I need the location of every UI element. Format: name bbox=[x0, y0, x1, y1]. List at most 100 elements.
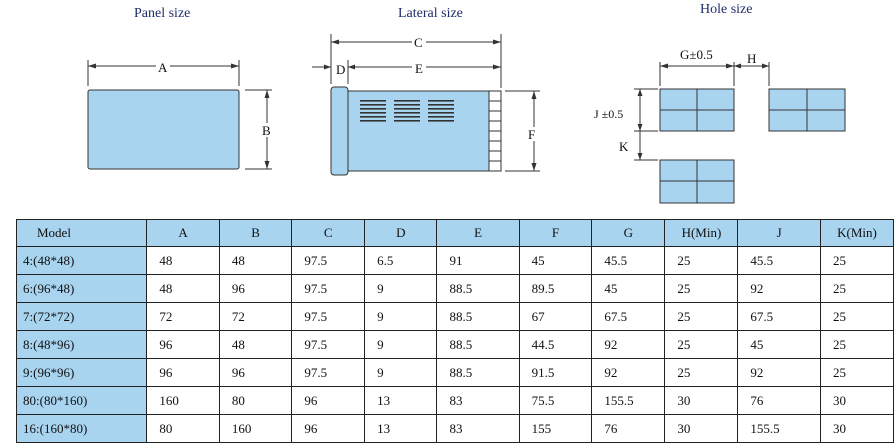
table-cell: 155.5 bbox=[591, 386, 666, 415]
dimension-drawings: A B bbox=[87, 34, 846, 204]
column-header: J bbox=[737, 219, 821, 247]
dim-g-label: G±0.5 bbox=[680, 47, 713, 62]
dim-c-label: C bbox=[414, 35, 423, 50]
table-cell: 91.5 bbox=[518, 358, 593, 387]
panel-cutout-view: G±0.5 H J ±0.5 K bbox=[594, 47, 846, 204]
table-cell: 48 bbox=[146, 246, 220, 275]
dim-k-label: K bbox=[619, 139, 629, 154]
table-cell: 92 bbox=[737, 358, 821, 387]
column-header: D bbox=[364, 219, 438, 247]
table-cell: 97.5 bbox=[291, 358, 366, 387]
model-cell: 4:(48*48) bbox=[15, 246, 148, 275]
table-cell: 72 bbox=[218, 302, 293, 331]
lateral-side-view: C D E F bbox=[312, 34, 540, 176]
column-header: K(Min) bbox=[819, 219, 894, 247]
dim-e-label: E bbox=[415, 61, 423, 76]
table-cell: 45 bbox=[518, 246, 593, 275]
table-cell: 25 bbox=[664, 302, 739, 331]
column-header: E bbox=[436, 219, 520, 247]
table-cell: 45.5 bbox=[591, 246, 666, 275]
table-cell: 96 bbox=[146, 330, 220, 359]
table-cell: 25 bbox=[664, 358, 739, 387]
table-cell: 89.5 bbox=[518, 274, 593, 303]
table-cell: 13 bbox=[364, 386, 438, 415]
table-cell: 80 bbox=[218, 386, 293, 415]
lateral-size-title: Lateral size bbox=[398, 6, 463, 21]
table-cell: 30 bbox=[819, 386, 894, 415]
dim-a-label: A bbox=[158, 60, 168, 75]
table-cell: 6.5 bbox=[364, 246, 438, 275]
table-cell: 48 bbox=[146, 274, 220, 303]
table-cell: 67.5 bbox=[737, 302, 821, 331]
table-cell: 88.5 bbox=[436, 358, 520, 387]
table-cell: 92 bbox=[591, 330, 666, 359]
column-header: B bbox=[218, 219, 293, 247]
table-cell: 96 bbox=[291, 414, 366, 443]
table-cell: 25 bbox=[664, 246, 739, 275]
table-cell: 88.5 bbox=[436, 274, 520, 303]
table-cell: 45.5 bbox=[737, 246, 821, 275]
table-cell: 30 bbox=[664, 386, 739, 415]
table-cell: 96 bbox=[218, 274, 293, 303]
hole-size-title: Hole size bbox=[700, 2, 753, 17]
dim-d-label: D bbox=[336, 62, 345, 77]
table-cell: 67 bbox=[518, 302, 593, 331]
table-cell: 92 bbox=[737, 274, 821, 303]
model-cell: 80:(80*160) bbox=[15, 386, 148, 415]
table-cell: 88.5 bbox=[436, 302, 520, 331]
table-cell: 25 bbox=[819, 330, 894, 359]
table-cell: 88.5 bbox=[436, 330, 520, 359]
table-cell: 76 bbox=[591, 414, 666, 443]
model-cell: 7:(72*72) bbox=[15, 302, 148, 331]
table-cell: 155 bbox=[518, 414, 593, 443]
table-cell: 9 bbox=[364, 274, 438, 303]
table-cell: 48 bbox=[218, 246, 293, 275]
table-cell: 30 bbox=[819, 414, 894, 443]
column-header: A bbox=[146, 219, 220, 247]
table-cell: 13 bbox=[364, 414, 438, 443]
table-cell: 25 bbox=[664, 330, 739, 359]
table-cell: 97.5 bbox=[291, 302, 366, 331]
table-cell: 83 bbox=[436, 386, 520, 415]
table-cell: 96 bbox=[218, 358, 293, 387]
column-header: Model bbox=[15, 219, 148, 247]
table-cell: 96 bbox=[291, 386, 366, 415]
table-cell: 25 bbox=[819, 302, 894, 331]
table-cell: 97.5 bbox=[291, 274, 366, 303]
column-header: G bbox=[591, 219, 666, 247]
table-cell: 9 bbox=[364, 330, 438, 359]
table-cell: 83 bbox=[436, 414, 520, 443]
model-cell: 8:(48*96) bbox=[15, 330, 148, 359]
model-cell: 16:(160*80) bbox=[15, 414, 148, 443]
table-cell: 9 bbox=[364, 358, 438, 387]
column-header: C bbox=[291, 219, 366, 247]
column-header: F bbox=[518, 219, 593, 247]
column-header: H(Min) bbox=[664, 219, 739, 247]
panel-size-title: Panel size bbox=[134, 6, 191, 21]
table-cell: 25 bbox=[819, 274, 894, 303]
dim-j-label: J ±0.5 bbox=[594, 107, 623, 121]
table-cell: 80 bbox=[146, 414, 220, 443]
table-cell: 45 bbox=[591, 274, 666, 303]
dim-h-label: H bbox=[747, 51, 756, 66]
table-cell: 75.5 bbox=[518, 386, 593, 415]
table-cell: 44.5 bbox=[518, 330, 593, 359]
table-cell: 97.5 bbox=[291, 246, 366, 275]
table-cell: 91 bbox=[436, 246, 520, 275]
table-cell: 25 bbox=[819, 246, 894, 275]
dim-f-label: F bbox=[528, 127, 535, 142]
table-cell: 160 bbox=[218, 414, 293, 443]
table-cell: 76 bbox=[737, 386, 821, 415]
table-cell: 45 bbox=[737, 330, 821, 359]
table-cell: 97.5 bbox=[291, 330, 366, 359]
table-cell: 25 bbox=[664, 274, 739, 303]
